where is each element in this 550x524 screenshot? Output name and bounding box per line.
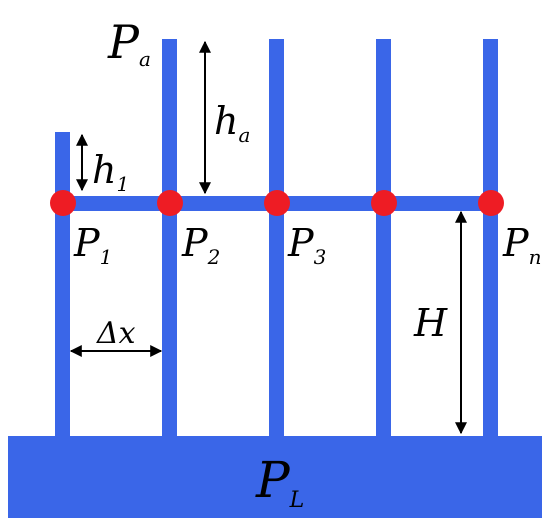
tube-1: [55, 132, 70, 438]
tube-n: [483, 39, 498, 438]
label-pa: Pa: [107, 15, 151, 71]
label-pn: Pn: [502, 221, 541, 269]
tube-4: [376, 39, 391, 438]
label-ha: ha: [214, 99, 250, 147]
node-p3: [264, 190, 290, 216]
label-pl: PL: [255, 451, 304, 513]
tube-2: [162, 39, 177, 438]
reservoir-base: [8, 436, 542, 518]
label-H: H: [413, 301, 448, 345]
label-p2: P2: [181, 221, 220, 269]
label-p3: P3: [287, 221, 326, 269]
node-p4: [371, 190, 397, 216]
node-p2: [157, 190, 183, 216]
label-h1: h1: [92, 148, 129, 196]
node-pn: [478, 190, 504, 216]
node-p1: [50, 190, 76, 216]
tube-3: [269, 39, 284, 438]
label-dx: Δx: [96, 316, 136, 351]
label-p1: P1: [73, 221, 112, 269]
